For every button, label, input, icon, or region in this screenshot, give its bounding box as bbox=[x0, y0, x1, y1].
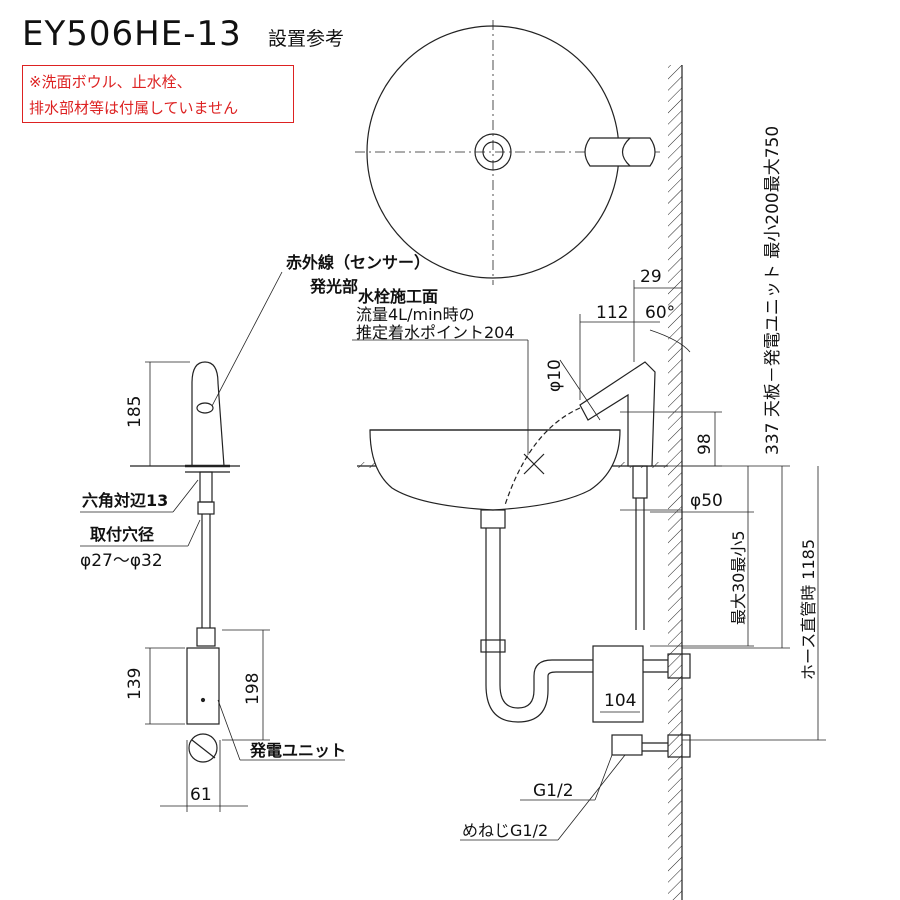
subtitle: 設置参考 bbox=[268, 28, 345, 50]
water-point-1: 水栓施工面 bbox=[358, 287, 438, 306]
dim-female-g12: めねじG1/2 bbox=[462, 821, 548, 840]
generator-label: 発電ユニット bbox=[249, 741, 346, 760]
dim-g12: G1/2 bbox=[533, 781, 574, 801]
water-point-2: 流量4L/min時の bbox=[356, 305, 475, 324]
hole-label: 取付穴径 bbox=[90, 525, 154, 544]
dim-98: 98 bbox=[695, 433, 715, 455]
note-line-2: 排水部材等は付属していません bbox=[29, 99, 239, 117]
wall bbox=[668, 65, 683, 900]
note-line-1: ※洗面ボウル、止水栓、 bbox=[29, 73, 192, 91]
not-included-note: ※洗面ボウル、止水栓、 排水部材等は付属していません bbox=[22, 65, 294, 123]
basin-side-view bbox=[357, 361, 691, 758]
dim-112: 112 bbox=[596, 303, 628, 323]
dim-104: 104 bbox=[604, 691, 636, 711]
right-dimensions bbox=[352, 280, 826, 841]
dim-max30: 最大30最小5 bbox=[729, 530, 748, 625]
dim-139: 139 bbox=[125, 668, 145, 700]
model-title: EY506HE-13 bbox=[22, 14, 242, 54]
faucet-side-view bbox=[130, 361, 240, 763]
dim-phi10: φ10 bbox=[545, 359, 565, 392]
vertical-dim-337: 337 天板－発電ユニット 最小200最大750 bbox=[763, 126, 783, 455]
dim-29: 29 bbox=[640, 267, 662, 287]
hex-label: 六角対辺13 bbox=[82, 491, 168, 510]
light-label: 発光部 bbox=[309, 277, 358, 296]
water-point-3: 推定着水ポイント204 bbox=[356, 323, 515, 342]
basin-top-view bbox=[355, 20, 660, 285]
sensor-label: 赤外線（センサー） bbox=[286, 253, 430, 272]
dim-61: 61 bbox=[190, 785, 212, 805]
vertical-dim-1185: ホース直管時 1185 bbox=[799, 539, 818, 680]
angle-60: 60° bbox=[645, 303, 675, 323]
hole-value: φ27～φ32 bbox=[80, 551, 163, 571]
left-dimensions bbox=[80, 271, 345, 812]
dim-198: 198 bbox=[243, 673, 263, 705]
dim-spout-height: 185 bbox=[125, 396, 145, 428]
dim-phi50: φ50 bbox=[690, 491, 723, 511]
